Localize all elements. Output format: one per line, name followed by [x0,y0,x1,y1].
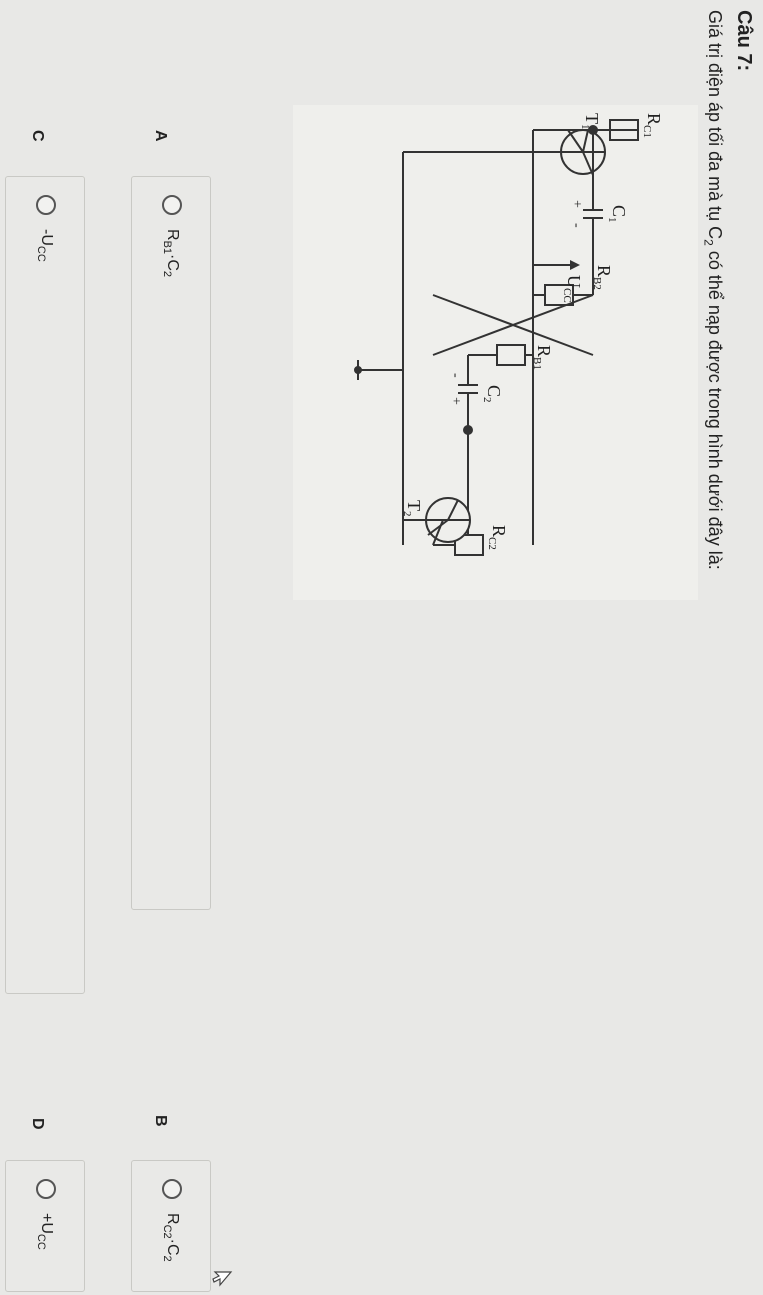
label-rc1: RC1 [641,113,664,138]
option-d-letter: D [29,1118,46,1130]
option-a[interactable]: RB1·C2 [131,176,211,910]
label-rb2: RB2 [591,265,614,290]
option-a-radio[interactable] [162,195,182,215]
label-rc2: RC2 [486,525,509,550]
label-plus-c2: + [448,397,463,405]
label-minus-c1: - [569,223,584,228]
ucc-arrow-icon [570,260,580,270]
option-d-text: +UCC [34,1213,55,1250]
option-c[interactable]: -UCC [5,176,85,994]
resistor-rb1 [496,344,526,366]
option-b-text: RC2·C2 [160,1213,181,1262]
option-a-letter: A [152,130,169,142]
label-t2: T2 [401,500,424,517]
label-plus-c1: + [569,200,584,208]
label-t1: T1 [579,113,602,130]
label-rb1: RB1 [531,345,554,370]
cursor-icon [212,1271,233,1287]
option-d[interactable]: +UCC [5,1160,85,1292]
option-c-text: -UCC [34,229,55,262]
question-text: Giá trị điện áp tối đa mà tụ C2 có thể n… [701,10,725,570]
option-d-radio[interactable] [36,1179,56,1199]
option-c-letter: C [29,130,46,142]
option-b[interactable]: RC2·C2 [131,1160,211,1292]
label-minus-c2: - [448,373,463,378]
option-a-text: RB1·C2 [160,229,181,278]
option-b-letter: B [152,1115,169,1127]
question-title: Câu 7: [733,10,755,72]
label-c1: C1 [606,205,629,223]
label-c2: C2 [481,385,504,403]
option-b-radio[interactable] [162,1179,182,1199]
label-ucc: UCC [561,275,584,303]
circuit-diagram: RC1 T1 RB2 RB1 RC2 C1 C2 T2 UCC + - - + [293,105,698,600]
option-c-radio[interactable] [36,195,56,215]
